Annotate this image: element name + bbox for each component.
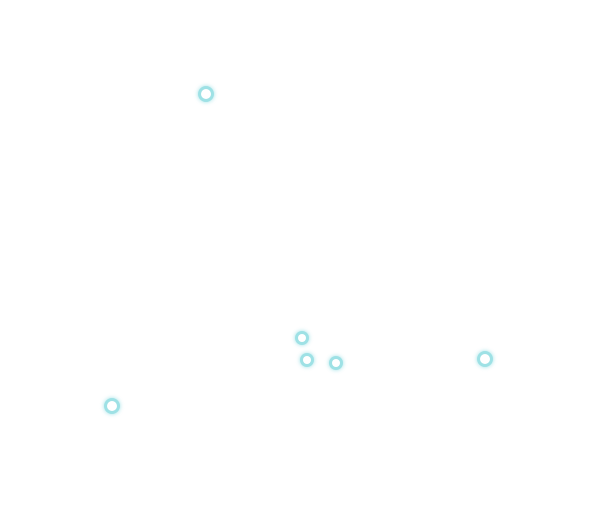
node-core[interactable] (298, 334, 306, 342)
node-core[interactable] (332, 359, 340, 367)
node-core[interactable] (107, 401, 117, 411)
graph-node[interactable] (300, 353, 314, 367)
node-core[interactable] (201, 89, 211, 99)
node-core[interactable] (303, 356, 311, 364)
graph-node[interactable] (198, 86, 214, 102)
graph-node[interactable] (295, 331, 309, 345)
node-core[interactable] (480, 354, 490, 364)
nodes-layer (104, 86, 493, 414)
graph-node[interactable] (104, 398, 120, 414)
graph-node[interactable] (329, 356, 343, 370)
graph-node[interactable] (477, 351, 493, 367)
